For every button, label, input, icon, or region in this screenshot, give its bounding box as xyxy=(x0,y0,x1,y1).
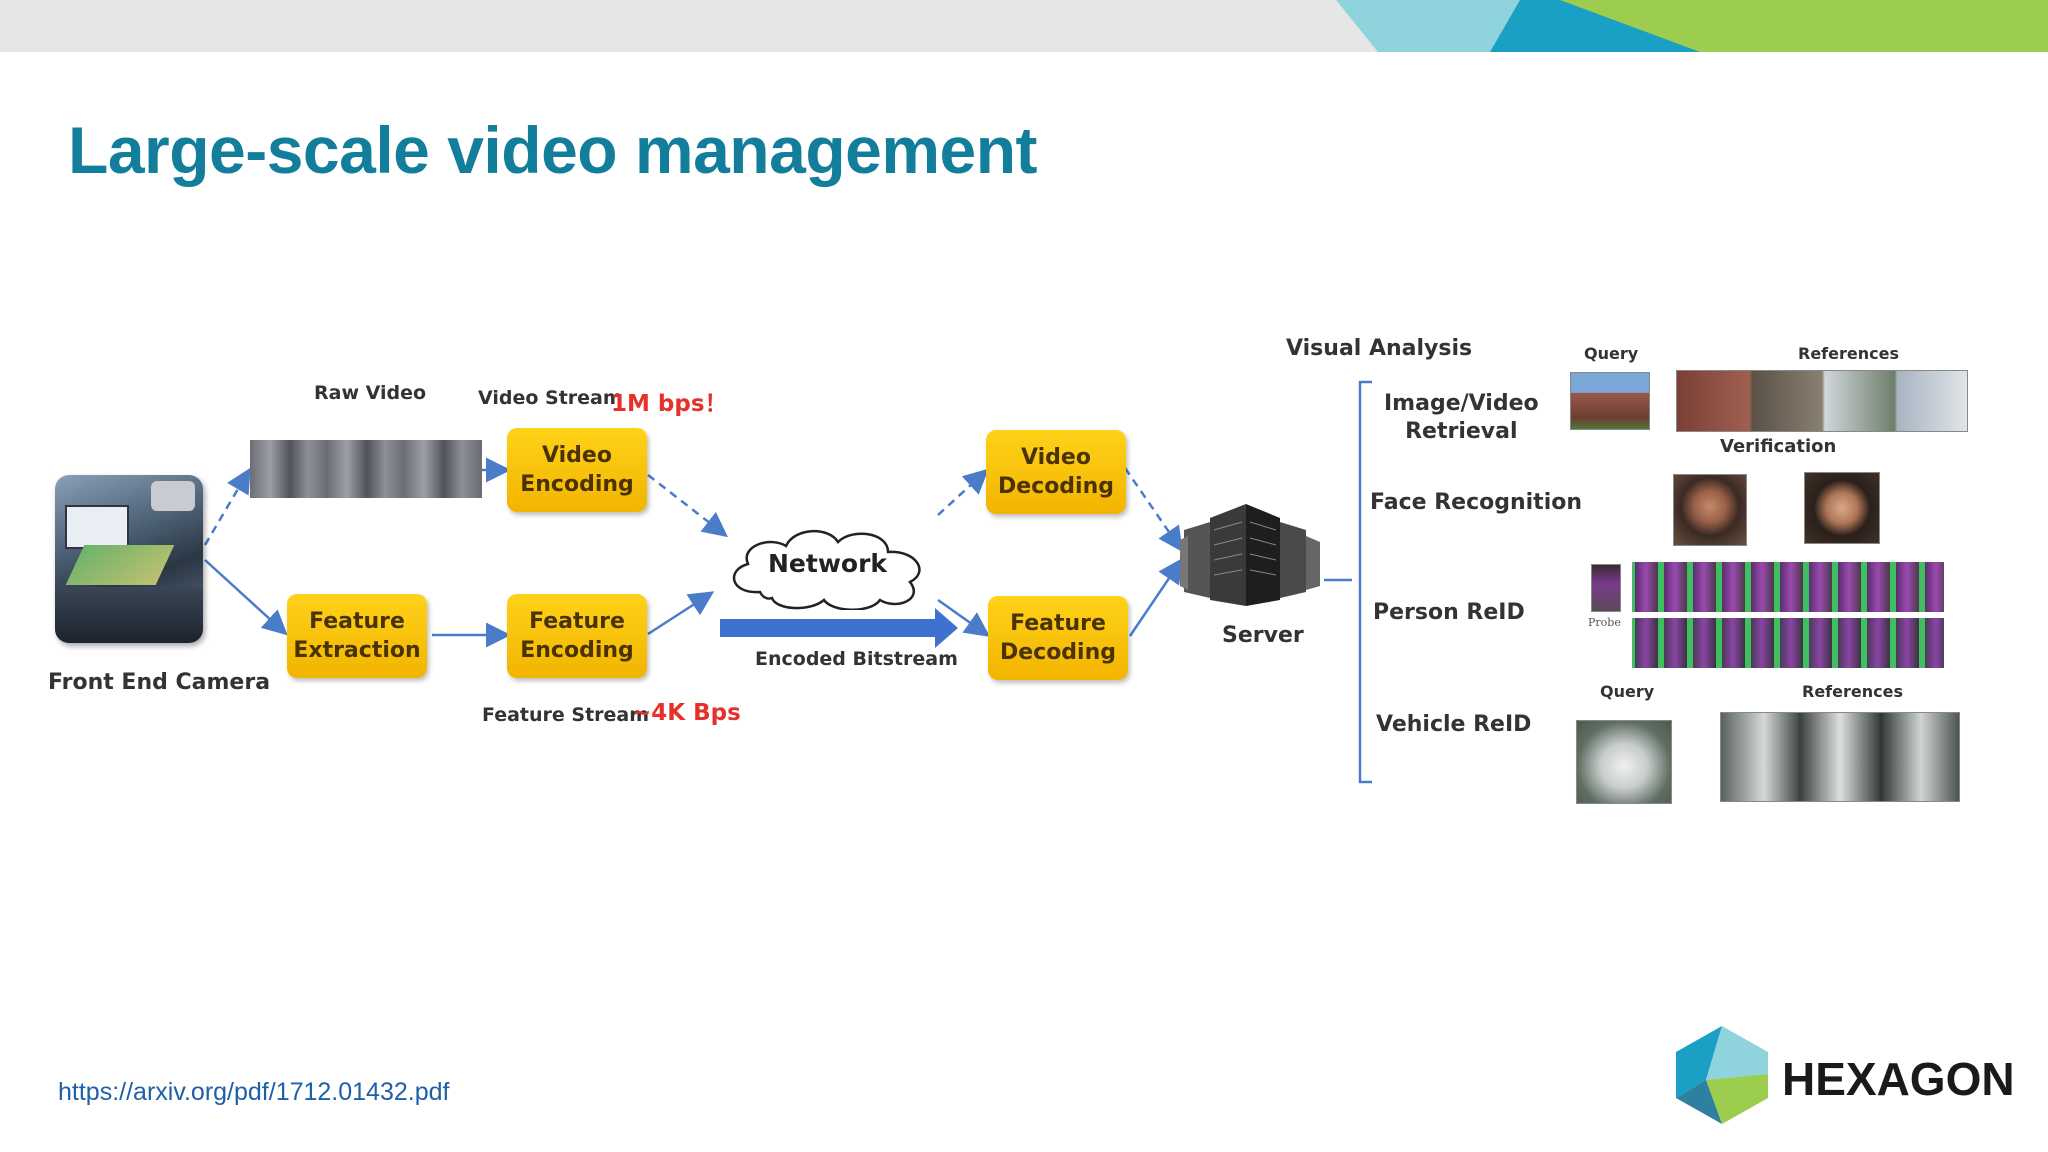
feature-stream-label: Feature Stream xyxy=(482,704,650,726)
feature-stream-rate: ~4K Bps xyxy=(632,700,741,726)
feature-encoding-box: Feature Encoding xyxy=(507,594,647,678)
query-label: Query xyxy=(1584,344,1639,363)
person-probe-image xyxy=(1591,564,1621,612)
vehicle-reference-images xyxy=(1720,712,1960,802)
references-label: References xyxy=(1798,344,1899,363)
feature-extraction-box: Feature Extraction xyxy=(287,594,427,678)
person-gallery-row-2 xyxy=(1632,618,1944,668)
server-rack-icon xyxy=(1180,504,1320,606)
cloud-icon xyxy=(732,529,921,610)
visual-analysis-heading: Visual Analysis xyxy=(1286,336,1473,361)
raw-video-label: Raw Video xyxy=(314,382,427,404)
top-banner xyxy=(0,0,2048,52)
face-image-2 xyxy=(1804,472,1880,544)
verification-label: Verification xyxy=(1720,436,1837,457)
brand-logo-text: HEXAGON xyxy=(1782,1053,2015,1105)
server-label: Server xyxy=(1222,623,1304,648)
raw-video-frames xyxy=(250,440,482,498)
network-label: Network xyxy=(768,549,888,578)
hexagon-logo-icon xyxy=(1676,1026,1768,1124)
retrieval-query-image xyxy=(1570,372,1650,430)
video-stream-label: Video Stream xyxy=(478,387,623,409)
feature-decoding-box: Feature Decoding xyxy=(988,596,1128,680)
encoded-bitstream-label: Encoded Bitstream xyxy=(755,648,958,670)
face-image-1 xyxy=(1673,474,1747,546)
retrieval-reference-images xyxy=(1676,370,1968,432)
video-stream-rate: 1M bps！ xyxy=(611,391,728,417)
camera-collage-icon xyxy=(55,475,203,643)
slide-title: Large-scale video management xyxy=(68,113,1038,187)
task-person-reid: Person ReID xyxy=(1373,600,1525,625)
camera-label: Front End Camera xyxy=(48,670,271,695)
probe-label: Probe xyxy=(1588,616,1621,629)
banner-stripes xyxy=(1336,0,2048,52)
task-face-recognition: Face Recognition xyxy=(1370,490,1583,515)
video-decoding-box: Video Decoding xyxy=(986,430,1126,514)
person-gallery-row-1 xyxy=(1632,562,1944,612)
task-image-video-retrieval: Image/Video Retrieval xyxy=(1384,391,1539,444)
vehicle-query-image xyxy=(1576,720,1672,804)
vehicle-references-label: References xyxy=(1802,682,1903,701)
task-vehicle-reid: Vehicle ReID xyxy=(1376,712,1532,737)
video-encoding-box: Video Encoding xyxy=(507,428,647,512)
vehicle-query-label: Query xyxy=(1600,682,1655,701)
source-link[interactable]: https://arxiv.org/pdf/1712.01432.pdf xyxy=(58,1078,450,1106)
